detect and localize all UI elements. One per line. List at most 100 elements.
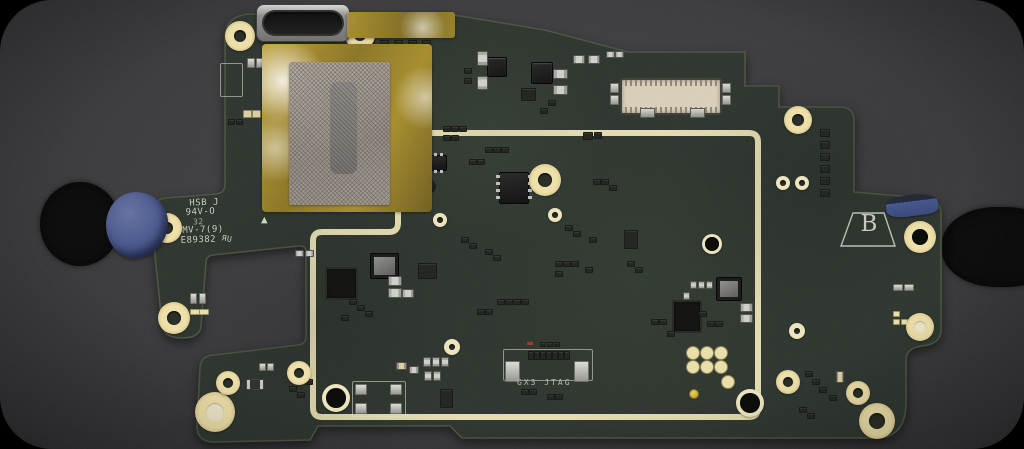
smd-dark: [540, 342, 546, 347]
smd-dark: [513, 299, 521, 305]
smd-pads: [893, 284, 903, 291]
mount-hole-center: [780, 180, 786, 186]
smd-qfn: [531, 62, 553, 84]
smd-dark: [497, 299, 505, 305]
smd-dark: [564, 351, 570, 360]
mount-hole: [789, 323, 805, 339]
gold-test-pad: [700, 346, 714, 360]
mount-hole-center: [783, 377, 793, 387]
smd-dark: [485, 147, 493, 153]
smd-dark: [469, 159, 477, 165]
mount-hole: [776, 176, 790, 190]
smd-dark: [443, 135, 451, 141]
smd-dark: [505, 299, 513, 305]
smd-dark: [573, 231, 581, 237]
mount-hole: [529, 164, 561, 196]
smd-pads: [259, 363, 266, 371]
mount-hole-center: [705, 237, 719, 251]
ul-recognized-mark: ЯU: [220, 233, 233, 245]
smd-cap: [690, 281, 697, 289]
smd-dark: [228, 119, 235, 125]
mount-hole-center: [794, 328, 800, 334]
mount-hole: [784, 106, 812, 134]
smd-caph: [305, 250, 314, 257]
mount-hole-center: [853, 388, 863, 398]
smd-pads: [574, 361, 589, 382]
mount-hole: [795, 176, 809, 190]
smd-cap: [477, 51, 488, 66]
mount-hole: [702, 234, 722, 254]
smd-caph: [295, 250, 304, 257]
mount-hole: [444, 339, 460, 355]
smd-padt: [243, 110, 252, 118]
smd-dark: [593, 179, 601, 185]
mount-hole-center: [552, 212, 558, 218]
smd-dark: [485, 309, 493, 315]
smd-dark: [477, 159, 485, 165]
smd-dark: [585, 267, 593, 273]
smd-dark: [443, 126, 451, 132]
smd-pads: [610, 83, 619, 93]
connector-foot: [690, 108, 705, 118]
smd-caph: [573, 55, 585, 64]
smd-dark: [521, 88, 536, 101]
smd-cap: [477, 76, 488, 90]
mount-hole: [158, 302, 190, 334]
smd-dark: [799, 407, 807, 413]
smd-dark: [707, 321, 715, 327]
smd-dark: [357, 305, 365, 311]
usb-c-connector: [256, 4, 350, 42]
smd-pads: [390, 403, 402, 414]
smd-padc: [199, 309, 209, 315]
smd-dark: [820, 177, 830, 185]
smd-dark: [829, 395, 837, 401]
smd-dark: [349, 299, 357, 305]
mount-hole-center: [538, 173, 552, 187]
smd-dark: [521, 389, 529, 395]
smd-caph: [402, 289, 414, 298]
smd-dark: [485, 249, 493, 255]
smd-caph: [615, 51, 624, 58]
smd-dark: [805, 371, 813, 377]
smd-dark: [583, 132, 593, 140]
smd-dark: [297, 392, 305, 398]
mount-hole-center: [799, 180, 805, 186]
mount-hole-center: [223, 378, 233, 388]
smd-dark: [820, 141, 830, 149]
mount-hole-center: [206, 403, 224, 421]
smd-dark: [501, 147, 509, 153]
smd-padc: [893, 319, 900, 325]
smd-padt: [252, 110, 261, 118]
smd-dark: [459, 126, 467, 132]
smd-qfnm: [716, 277, 742, 301]
smd-qfp: [325, 267, 358, 300]
smd-pads: [199, 293, 206, 304]
smd-captan: [396, 362, 407, 370]
silkscreen-line: 32: [192, 217, 204, 227]
smd-caph: [588, 55, 600, 64]
mount-hole: [904, 221, 936, 253]
smd-dark: [635, 267, 643, 273]
smd-dark: [365, 311, 373, 317]
mount-hole-center: [914, 321, 926, 333]
smd-dark: [451, 135, 459, 141]
smd-caph: [606, 51, 615, 58]
smd-caph: [740, 314, 753, 323]
smd-dark: [236, 119, 243, 125]
smd-pads: [355, 384, 367, 395]
silkscreen-line-text: E89382: [180, 234, 217, 246]
mount-hole: [859, 403, 895, 439]
smd-dark: [521, 299, 529, 305]
smd-caph: [388, 276, 402, 286]
smd-dark: [289, 386, 297, 392]
smd-dark: [624, 230, 638, 249]
smd-dark: [548, 100, 556, 106]
smd-dark: [464, 78, 472, 84]
smd-cap: [424, 371, 432, 381]
mount-hole-center: [294, 368, 304, 378]
mount-hole: [776, 370, 800, 394]
board-to-board-connector: [620, 78, 722, 115]
mount-hole-center: [437, 217, 443, 223]
